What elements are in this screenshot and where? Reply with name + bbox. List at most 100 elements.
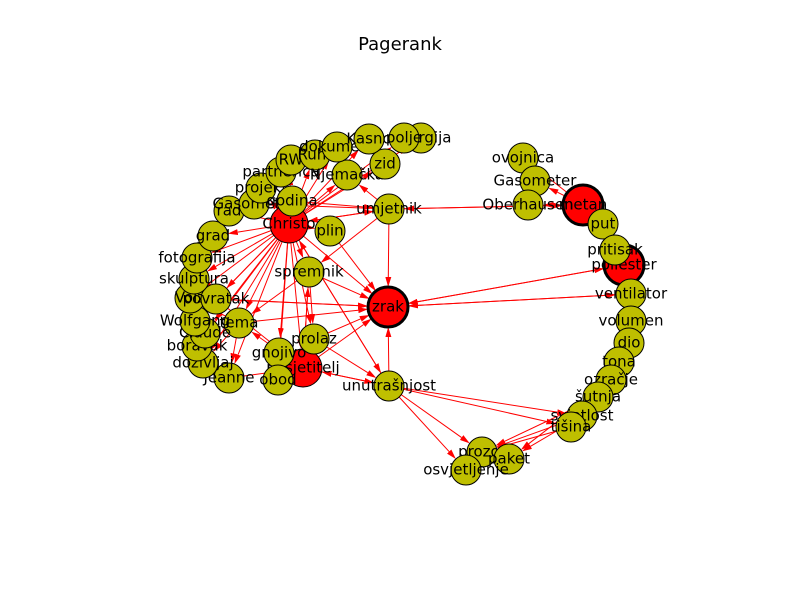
node-ovojnica: ovojnica (492, 142, 555, 174)
node-label-grad: grad (196, 227, 230, 245)
node-circle-oberhausen (512, 189, 544, 221)
node-label-christo: Christo (262, 215, 315, 233)
node-zrak: zrak (366, 285, 410, 329)
node-tisina: tišina (551, 411, 592, 443)
node-label-zid: zid (374, 155, 396, 173)
node-circle-povratak (200, 283, 232, 315)
node-circle-godina (276, 185, 308, 217)
node-label-ventilator: ventilator (595, 285, 668, 303)
node-circle-put (587, 208, 619, 240)
node-label-polje: polje (386, 129, 422, 147)
node-label-dio: dio (618, 334, 641, 352)
node-oberhausen: Oberhausen (482, 189, 574, 221)
node-circle-prolaz (298, 323, 330, 355)
node-plin: plin (314, 215, 346, 247)
node-godina: godina (266, 185, 318, 217)
node-label-tisina: tišina (551, 418, 592, 436)
node-circle-pritisak (599, 234, 631, 266)
node-label-wolfgang: Wolfgang (160, 312, 230, 330)
node-unutrasnjost: unutrašnjost (342, 370, 436, 402)
node-kasno: Kasno (346, 123, 392, 155)
node-circle-zid (369, 148, 401, 180)
node-osvjetljenje: osvjetljenje (423, 454, 509, 486)
node-label-skulptura: skulptura (159, 270, 229, 288)
node-circle-umjetnik (373, 193, 405, 225)
node-label-spremnik: spremnik (274, 263, 344, 281)
node-circle-grad (197, 220, 229, 252)
node-label-zrak: zrak (372, 298, 404, 316)
node-label-unutrasnjost: unutrašnjost (342, 377, 436, 395)
node-circle-zrak (366, 285, 410, 329)
node-rad: rad (213, 195, 245, 227)
node-circle-tema (223, 307, 255, 339)
node-label-fotografija: fotografija (158, 249, 235, 267)
node-obod: obod (259, 364, 297, 396)
node-label-umjetnik: umjetnik (356, 200, 422, 218)
node-circle-paket (493, 443, 525, 475)
node-label-paket: paket (488, 450, 530, 468)
node-circle-osvjetljenje (450, 454, 482, 486)
node-label-pritisak: pritisak (587, 241, 643, 259)
node-njemacka: Njemačka (310, 159, 384, 191)
edge-tema-zrak (238, 307, 369, 324)
node-circle-fotografija (181, 242, 213, 274)
node-paket: paket (488, 443, 530, 475)
node-circle-jeanne (213, 362, 245, 394)
node-gasometer_l: Gasometer (213, 188, 297, 220)
node-circle-njemacka (331, 159, 363, 191)
node-grad: grad (196, 220, 230, 252)
node-label-put: put (591, 215, 616, 233)
node-label-gasometer_l: Gasometer (213, 195, 297, 213)
edge-unutrasnjost-svjetlost (388, 385, 568, 416)
node-pritisak: pritisak (587, 234, 643, 266)
node-wolfgang: Wolfgang (160, 305, 230, 337)
node-prolaz: prolaz (291, 323, 337, 355)
node-zid: zid (369, 148, 401, 180)
node-fotografija: fotografija (158, 242, 236, 274)
edge-ventilator-zrak (407, 293, 632, 309)
node-gnojivo: gnojivo (252, 337, 306, 369)
node-label-volumen: volumen (598, 312, 663, 330)
node-tema: tema (220, 307, 259, 339)
node-label-sutnja: šutnja (575, 388, 621, 406)
node-polje: polje (386, 122, 422, 154)
node-circle-polje (388, 122, 420, 154)
node-label-obod: obod (259, 371, 296, 389)
edge-zrak-poliester (387, 267, 605, 308)
node-ventilator: ventilator (595, 278, 668, 310)
node-circle-unutrasnjost (373, 370, 405, 402)
node-label-ovojnica: ovojnica (492, 149, 555, 167)
node-put: put (587, 208, 619, 240)
node-christo: Christo (262, 204, 316, 244)
node-umjetnik: umjetnik (356, 193, 422, 225)
node-label-njemacka: Njemačka (310, 166, 384, 184)
node-rw: RW (275, 144, 307, 176)
graph-title: Pagerank (358, 34, 442, 55)
node-label-tema: tema (220, 314, 259, 332)
node-label-metan: metan (559, 196, 607, 214)
node-label-kasno: Kasno (346, 130, 391, 148)
node-label-godina: godina (266, 192, 317, 210)
edge-unutrasnjost-tisina (388, 385, 557, 425)
node-circle-spremnik (293, 256, 325, 288)
node-circle-obod (262, 364, 294, 396)
node-label-osvjetljenje: osvjetljenje (423, 461, 509, 479)
node-label-rw: RW (279, 151, 304, 169)
node-circle-kasno (353, 123, 385, 155)
node-label-prolaz: prolaz (291, 330, 337, 348)
node-povratak: povratak (183, 283, 250, 315)
node-layer: zrakmetanpoliesterChristoposjetiteljumje… (158, 122, 668, 486)
node-circle-plin (314, 215, 346, 247)
edge-metan-umjetnik (403, 204, 584, 212)
node-label-jeanne: Jeanne (202, 369, 254, 387)
node-volumen: volumen (598, 305, 664, 337)
node-label-rad: rad (217, 202, 242, 220)
edge-christo-polje (288, 146, 392, 225)
node-spremnik: spremnik (274, 256, 344, 288)
node-circle-dokument (321, 131, 353, 163)
node-label-gasometer_r: Gasometer (494, 172, 578, 190)
node-jeanne: Jeanne (202, 362, 255, 394)
node-label-oberhausen: Oberhausen (482, 196, 573, 214)
node-label-plin: plin (316, 222, 343, 240)
